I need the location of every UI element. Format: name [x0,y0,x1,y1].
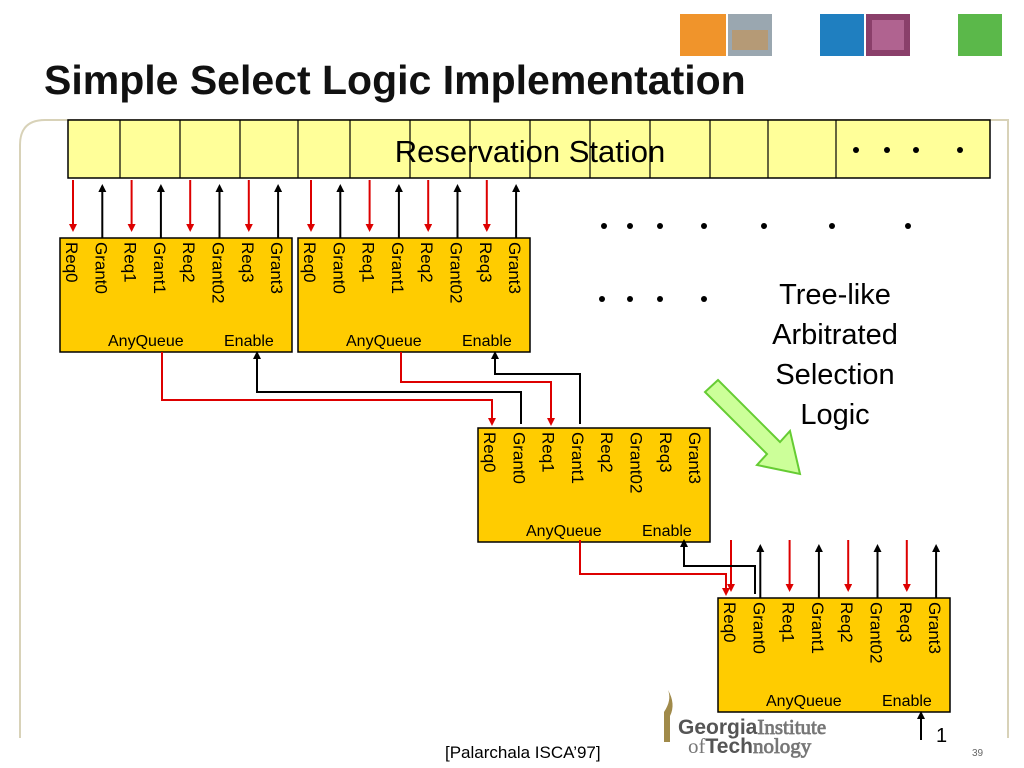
signal-label-grant3: Grant3 [267,242,286,294]
signal-label-grant0: Grant0 [329,242,348,294]
signal-label-grant0: Grant0 [749,602,768,654]
ellipsis-dots-station [853,147,963,153]
signal-label-grant1: Grant1 [568,432,587,484]
header-thumbnails [680,14,1002,56]
thumb-orange [680,14,726,56]
logo-line-1: GeorgiaInstitute [678,715,826,739]
georgia-tech-logo: GeorgiaInstitute ofTechnology [664,690,827,758]
enable-label: Enable [642,523,692,540]
wire-box3-grant0-to-box1-enable [253,351,522,424]
ellipsis-dots-row1 [601,223,911,229]
tree-wires [161,351,756,596]
reservation-station: Reservation Station [67,119,991,179]
arbiter-mid: Req0 Grant0 Req1 Grant1 Req2 Grant02 Req3 Grant… [477,427,711,543]
root-enable: 1 [917,711,947,747]
arbiter-box [297,237,531,353]
arbiter-root: Req0 Grant0 Req1 Grant1 Req2 Grant02 Req3 Grant… [717,540,951,713]
anyqueue-label: AnyQueue [346,333,422,350]
signal-label-grant3: Grant3 [505,242,524,294]
callout-line-3: Selection [775,359,894,391]
signal-label-req0: Req0 [62,242,81,283]
signal-label-req2: Req2 [417,242,436,283]
arbiter-box [59,237,293,353]
signal-label-req2: Req2 [837,602,856,643]
signal-label-grant02: Grant02 [209,242,228,303]
ellipsis-dots-row2 [599,296,707,302]
wire-box3-grant1-to-box2-enable [491,351,581,424]
signal-label-grant0: Grant0 [509,432,528,484]
root-enable-value: 1 [936,725,947,747]
arbiter-box [717,597,951,713]
arbiter-leaf-1: Req0 Grant0 Req1 Grant1 Req2 Grant02 Req3 Grant… [59,180,293,353]
signal-label-grant1: Grant1 [808,602,827,654]
signal-label-req1: Req1 [121,242,140,283]
reservation-station-label: Reservation Station [395,134,666,169]
page-number: 39 [972,748,984,759]
arbiter-leaf-2: Req0 Grant0 Req1 Grant1 Req2 Grant02 Req3 Grant… [297,180,531,353]
thumb-chip-detail [872,20,904,50]
enable-label: Enable [224,333,274,350]
signal-label-req2: Req2 [179,242,198,283]
signal-label-req3: Req3 [476,242,495,283]
callout-arrow [703,378,802,476]
signal-label-grant02: Grant02 [867,602,886,663]
signal-label-req2: Req2 [597,432,616,473]
signal-label-req1: Req1 [779,602,798,643]
signal-label-grant02: Grant02 [447,242,466,303]
signal-label-req1: Req1 [539,432,558,473]
thumb-campus-building [732,30,768,50]
signal-label-grant02: Grant02 [627,432,646,493]
reservation-station-dividers [119,120,837,178]
callout-line-4: Logic [800,399,869,431]
signal-label-grant1: Grant1 [388,242,407,294]
enable-label: Enable [882,693,932,710]
signal-label-grant3: Grant3 [685,432,704,484]
thumb-blue [820,14,864,56]
callout-line-1: Tree-like [779,279,891,311]
signal-label-req1: Req1 [359,242,378,283]
anyqueue-label: AnyQueue [526,523,602,540]
thumb-green [958,14,1002,56]
wire-anyqueue-box3-to-box4-req0 [579,540,730,596]
enable-label: Enable [462,333,512,350]
wire-anyqueue-box2-to-box3-req1 [400,352,555,426]
signal-label-req0: Req0 [720,602,739,643]
signal-label-req3: Req3 [238,242,257,283]
callout-tree-arbitrated: Tree-like Arbitrated Selection Logic [703,279,898,476]
signal-label-req0: Req0 [480,432,499,473]
signal-label-req3: Req3 [896,602,915,643]
logo-line-2: ofTechnology [688,734,812,758]
wire-box4-grant0-to-box3-enable [680,539,756,594]
anyqueue-label: AnyQueue [766,693,842,710]
signal-label-req3: Req3 [656,432,675,473]
citation: [Palarchala ISCA’97] [445,743,601,762]
signal-label-grant1: Grant1 [150,242,169,294]
wire-anyqueue-box1-to-box3-req0 [161,352,496,426]
callout-line-2: Arbitrated [772,319,898,351]
content-border [19,119,1009,738]
anyqueue-label: AnyQueue [108,333,184,350]
signal-label-grant0: Grant0 [91,242,110,294]
signal-label-grant3: Grant3 [925,602,944,654]
arbiter-box [477,427,711,543]
slide-title: Simple Select Logic Implementation [44,57,746,103]
logo-flame-icon [664,690,673,742]
signal-label-req0: Req0 [300,242,319,283]
